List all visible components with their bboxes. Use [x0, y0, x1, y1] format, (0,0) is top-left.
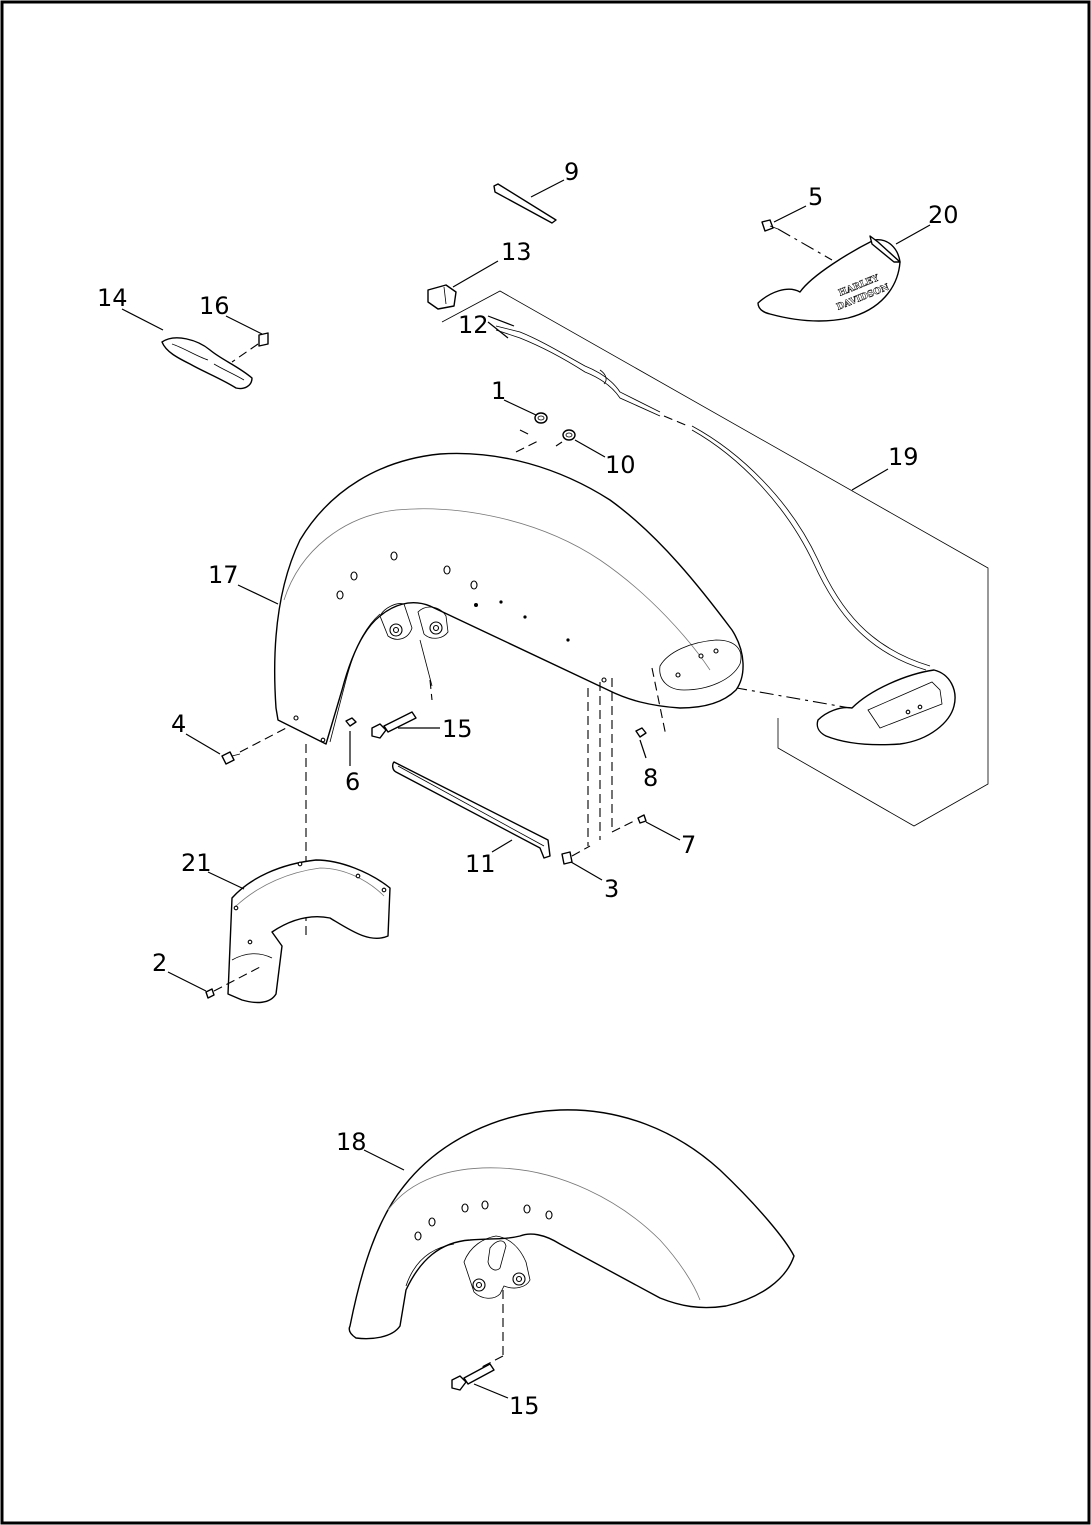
fender-emblem-part — [161, 337, 253, 390]
callout-15b: 15 — [509, 1392, 540, 1420]
rail-part — [391, 761, 551, 859]
callout-18: 18 — [336, 1128, 367, 1156]
wiring-harness — [495, 325, 661, 413]
callout-16: 16 — [199, 292, 230, 320]
callout-19: 19 — [888, 443, 919, 471]
callout-7: 7 — [681, 831, 696, 859]
nut-6-part — [345, 717, 357, 727]
callout-15a: 15 — [442, 715, 473, 743]
grommet-10 — [562, 429, 576, 441]
nut-8-part — [635, 727, 647, 738]
emblem-clip-part — [258, 332, 269, 347]
nut-7-part — [637, 814, 647, 824]
connector-part — [427, 284, 457, 310]
callout-5: 5 — [808, 183, 823, 211]
callout-4: 4 — [171, 710, 186, 738]
bolt-15b-part — [451, 1363, 495, 1391]
tail-lamp-housing — [816, 669, 956, 746]
screw-3-part — [561, 851, 573, 865]
bolt-15a-part — [371, 711, 417, 739]
callout-21: 21 — [181, 849, 212, 877]
callout-20: 20 — [928, 201, 959, 229]
callout-10: 10 — [605, 451, 636, 479]
grommet-1 — [534, 412, 548, 424]
screw-2-part — [205, 988, 215, 999]
callout-9: 9 — [564, 158, 579, 186]
callout-12: 12 — [458, 311, 489, 339]
screw-5-part — [761, 219, 779, 232]
fender-support-part — [227, 859, 391, 1004]
callout-3: 3 — [604, 875, 619, 903]
cable-strap-part — [493, 183, 557, 224]
callout-14: 14 — [97, 284, 128, 312]
front-fender-part — [348, 1109, 795, 1340]
callout-1: 1 — [491, 377, 506, 405]
callout-17: 17 — [208, 561, 239, 589]
callout-2: 2 — [152, 949, 167, 977]
callout-11: 11 — [465, 850, 496, 878]
callout-13: 13 — [501, 238, 532, 266]
callout-8: 8 — [643, 764, 658, 792]
harness-outline — [441, 290, 989, 827]
screw-4-part — [221, 751, 241, 765]
fender-tip-part: HARLEY DAVIDSON — [757, 235, 901, 322]
rear-fender-part — [273, 452, 744, 745]
callout-6: 6 — [345, 768, 360, 796]
